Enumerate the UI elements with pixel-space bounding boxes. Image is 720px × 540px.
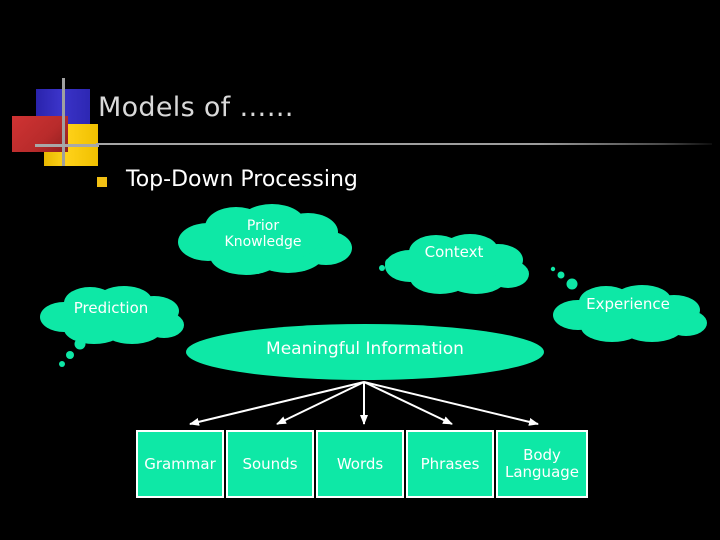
arrow-to-sounds (276, 381, 365, 425)
bullet-item-label: Top-Down Processing (126, 167, 358, 192)
box-grammar[interactable] (136, 430, 224, 498)
logo-vertical-line (62, 78, 65, 166)
cloud-prediction (36, 285, 186, 345)
arrow-to-phrases (363, 381, 453, 425)
box-words[interactable] (316, 430, 404, 498)
box-body-language[interactable] (496, 430, 588, 498)
logo-horizontal-line (35, 144, 99, 147)
ellipse-meaningful-information (186, 324, 544, 380)
arrow-to-grammar (189, 381, 365, 426)
title-divider-rule (96, 143, 712, 145)
arrow-to-body-language (363, 381, 539, 426)
cloud-context (378, 232, 530, 294)
cloud-prior-knowledge (168, 204, 358, 275)
slide-title: Models of …… (98, 92, 294, 123)
cloud-tail-context (378, 256, 400, 274)
square-bullet-icon (97, 177, 107, 187)
cloud-tail-experience (548, 266, 582, 292)
cloud-experience (548, 285, 708, 343)
cloud-tail-prior-knowledge (254, 255, 278, 275)
cloud-tail-prediction (54, 338, 90, 370)
box-sounds[interactable] (226, 430, 314, 498)
box-phrases[interactable] (406, 430, 494, 498)
